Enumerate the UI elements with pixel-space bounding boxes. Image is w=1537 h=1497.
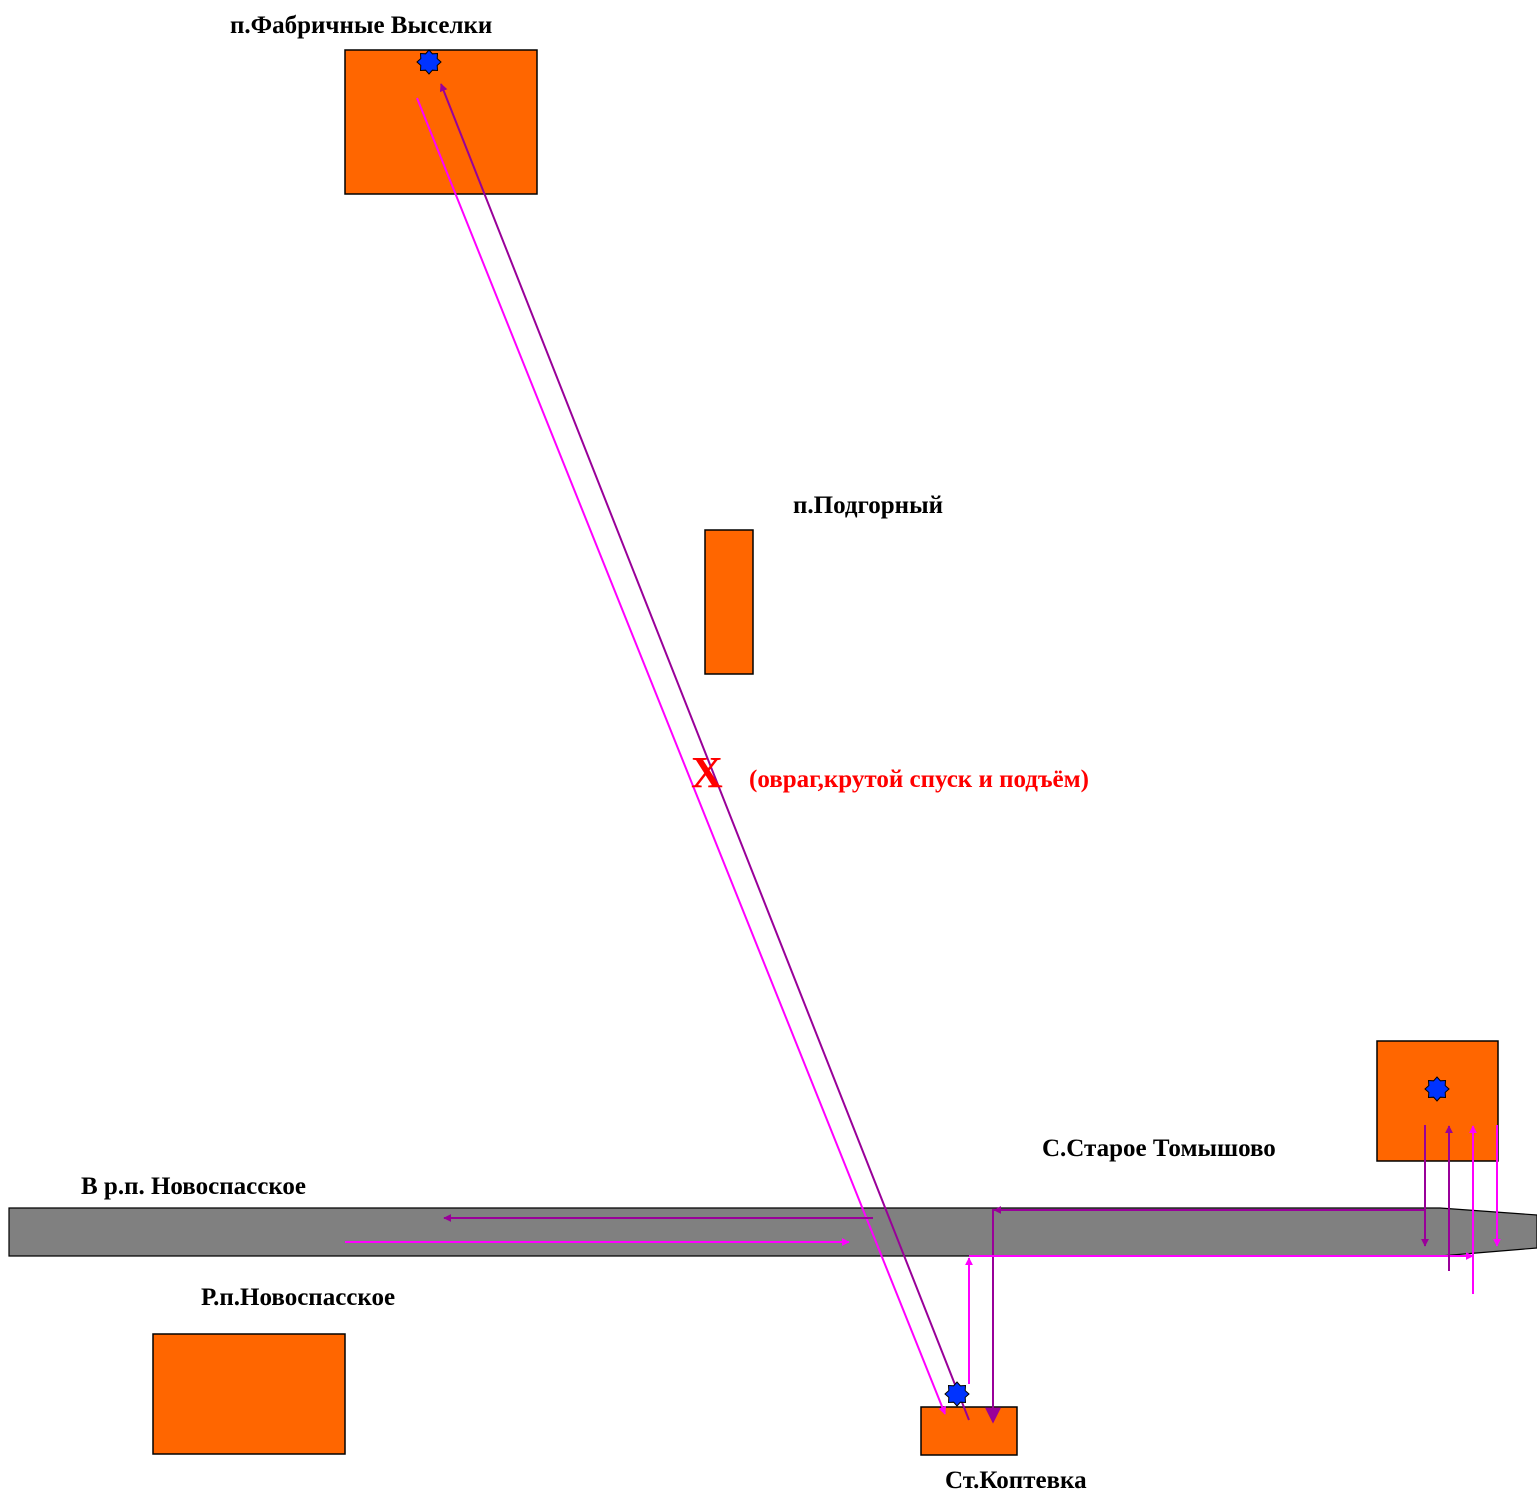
- route-line-purple-koptevka: [985, 1209, 1425, 1424]
- settlement-koptevka: [920, 1406, 1018, 1456]
- warning-text: (овраг,крутой спуск и подъём): [749, 766, 1089, 793]
- label-fabrichnye-vyselki: п.Фабричные Выселки: [230, 12, 492, 39]
- settlement-podgorny: [704, 529, 754, 675]
- bus-stop-star-icon: [944, 1381, 970, 1407]
- route-line-to-koptevka: [416, 97, 947, 1415]
- label-novospasskoe: Р.п.Новоспасское: [201, 1284, 395, 1311]
- settlement-novospasskoe: [152, 1333, 346, 1455]
- settlement-fabrichnye-vyselki: [344, 49, 538, 195]
- bus-stop-star-icon: [416, 49, 442, 75]
- label-to-novospasskoe: В р.п. Новоспасское: [81, 1173, 306, 1200]
- bus-stop-star-icon: [1424, 1076, 1450, 1102]
- label-staroe-tomyshovo: С.Старое Томышово: [1042, 1135, 1276, 1162]
- warning-mark: X: [691, 748, 723, 797]
- label-podgorny: п.Подгорный: [793, 492, 943, 519]
- route-line-to-fabrichnye: [439, 83, 970, 1421]
- label-koptevka: Ст.Коптевка: [945, 1467, 1087, 1494]
- highway-road: [8, 1207, 1537, 1257]
